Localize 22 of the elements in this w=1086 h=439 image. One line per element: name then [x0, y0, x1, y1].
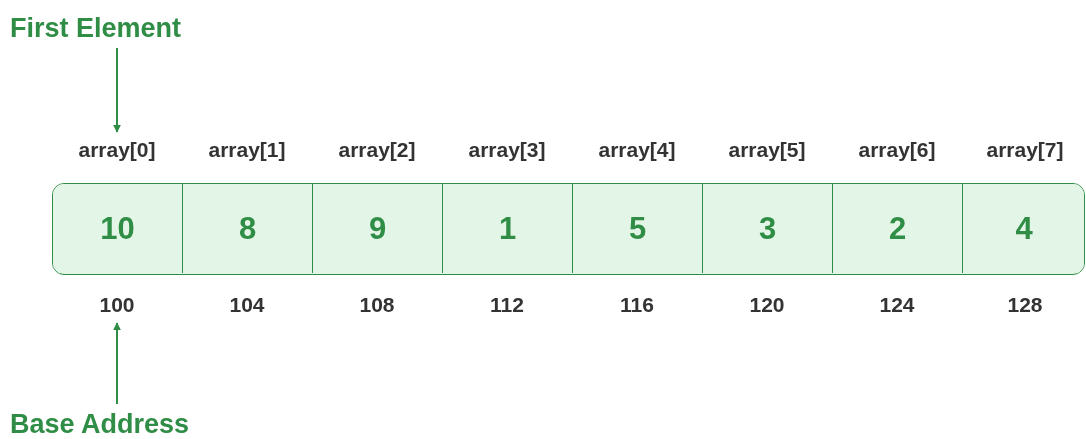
- address-label: 112: [489, 292, 525, 318]
- index-label: array[0]: [62, 134, 172, 166]
- address-label: 116: [619, 292, 655, 318]
- address-label: 104: [228, 292, 266, 318]
- address-label: 100: [82, 289, 152, 321]
- address-label: 108: [358, 292, 396, 318]
- address-label: 124: [878, 292, 916, 318]
- index-label: array[5]: [727, 137, 807, 163]
- arrow: [113, 322, 121, 405]
- index-label: array[4]: [597, 137, 677, 163]
- index-label: array[1]: [207, 137, 287, 163]
- address-label: 120: [748, 292, 786, 318]
- array-cell: 10: [53, 184, 183, 273]
- heading-text: First Element: [10, 10, 250, 46]
- array-box: [52, 183, 1085, 275]
- arrow: [113, 47, 121, 133]
- address-label: 128: [1006, 292, 1044, 318]
- index-label: array[7]: [985, 137, 1065, 163]
- index-label: array[2]: [337, 137, 417, 163]
- index-label: array[3]: [467, 137, 547, 163]
- heading-text: Base Address: [10, 406, 250, 439]
- index-label: array[6]: [857, 137, 937, 163]
